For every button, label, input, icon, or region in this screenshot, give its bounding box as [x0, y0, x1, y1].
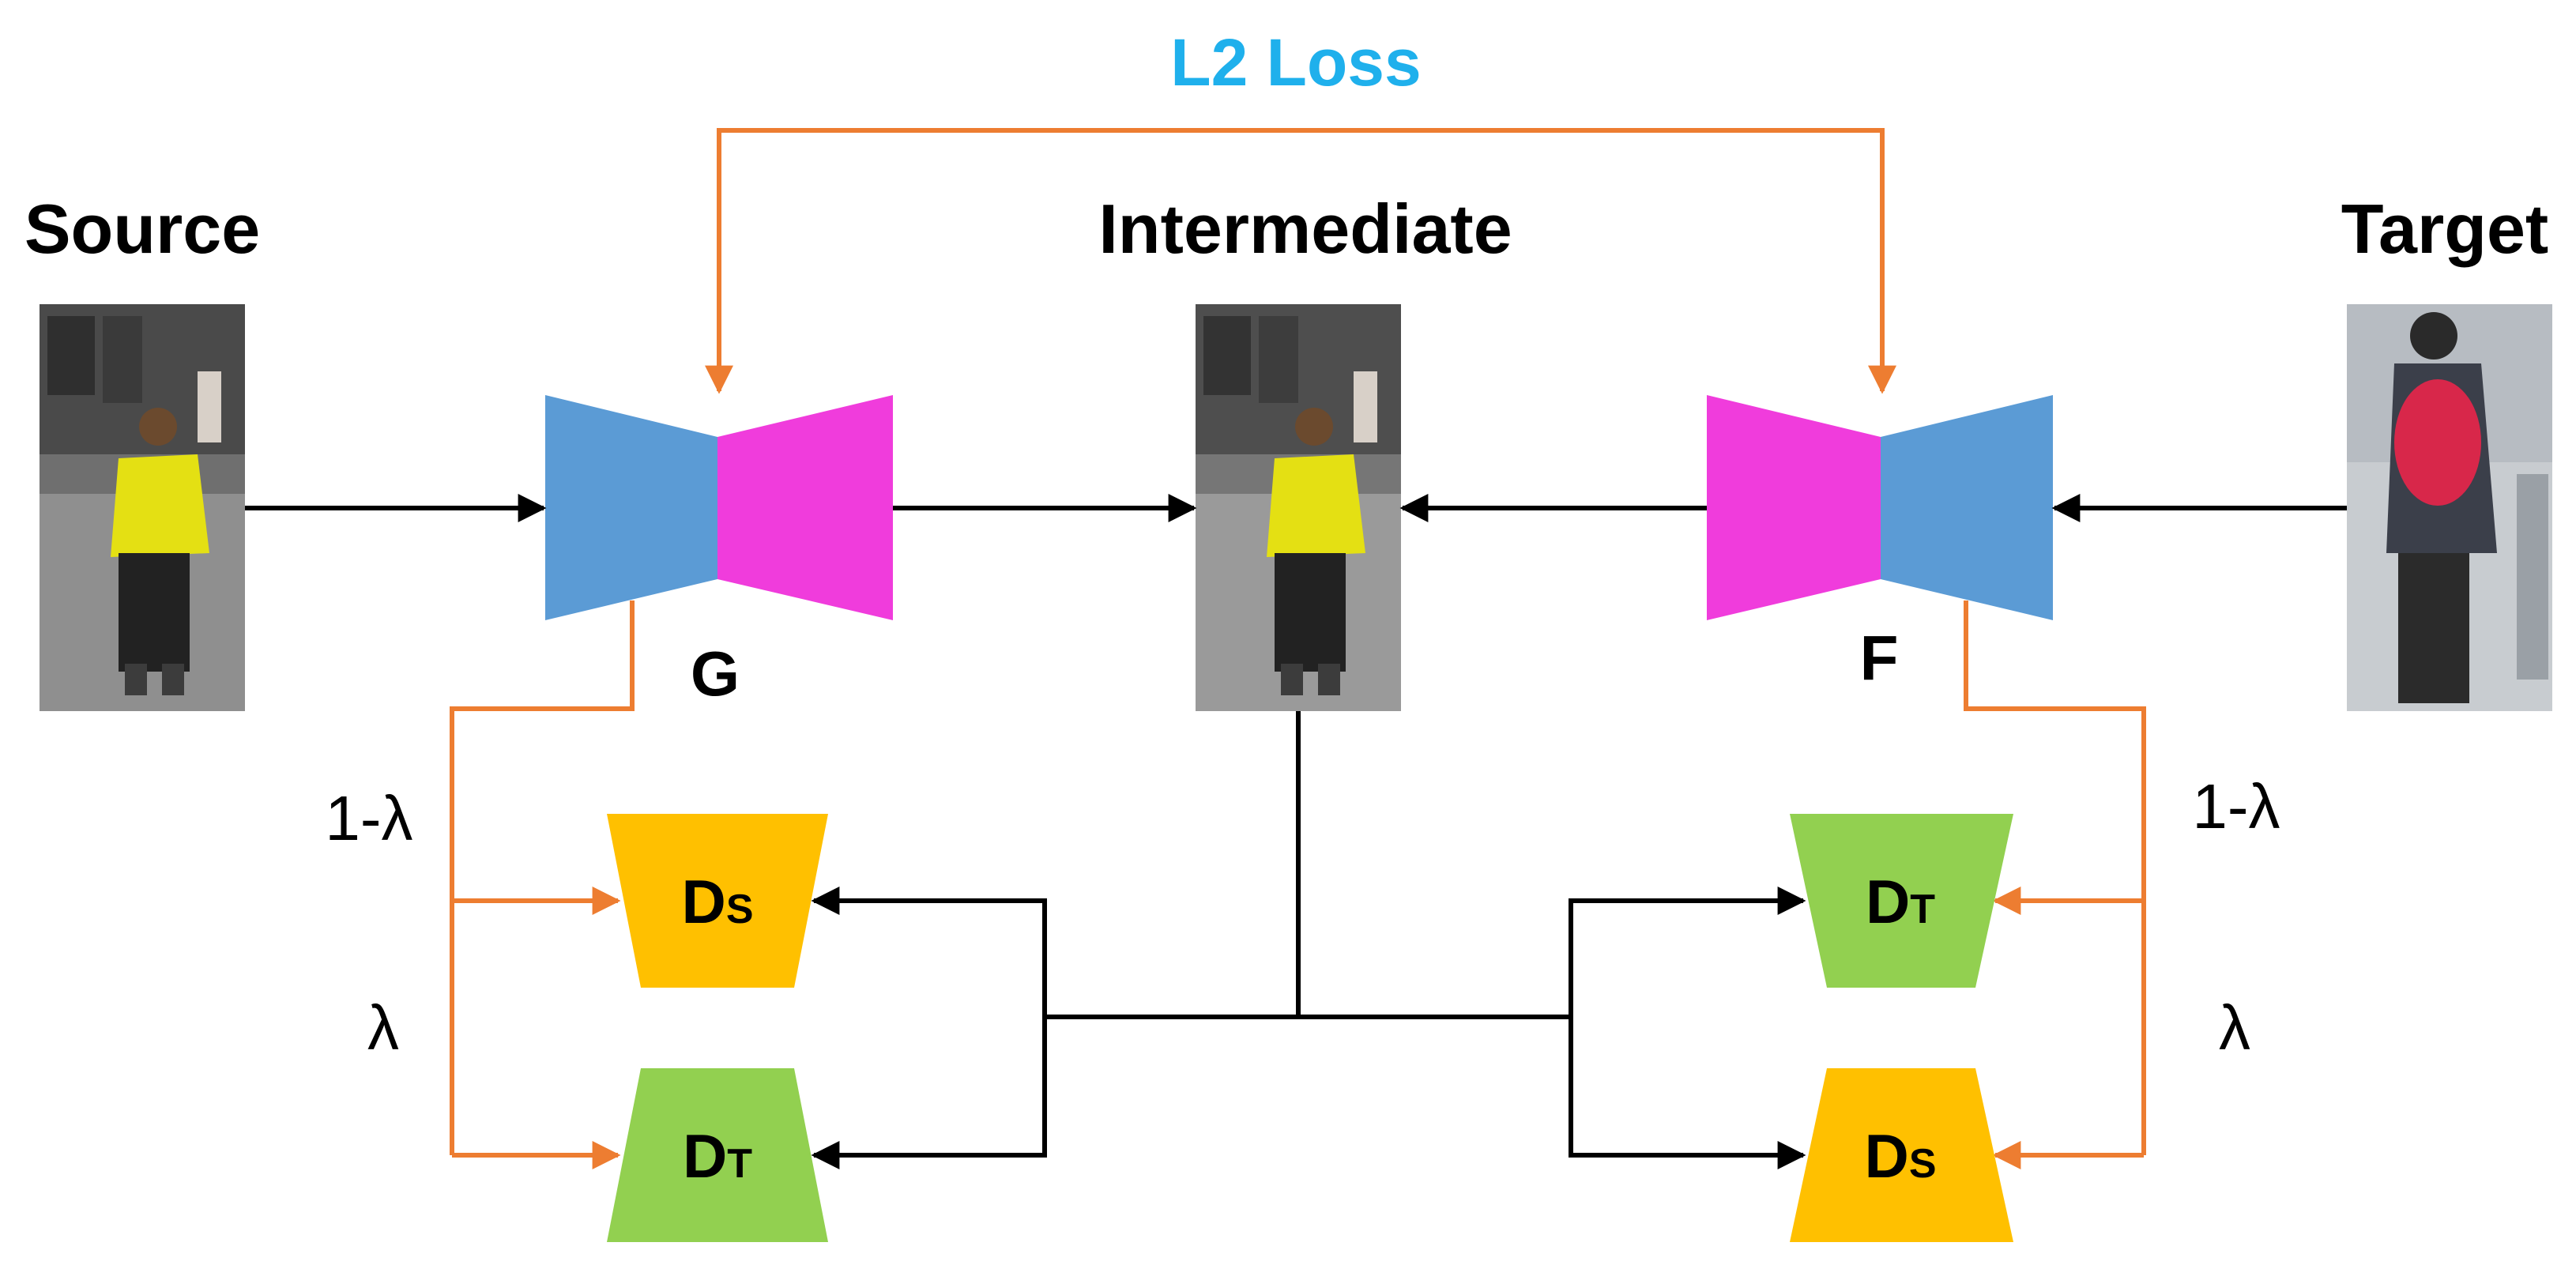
intermediate-image	[1196, 304, 1401, 711]
generator-f-label: F	[1860, 623, 1899, 693]
left-lambda: λ	[367, 992, 399, 1063]
left-dt-main: D	[683, 1121, 727, 1191]
target-label: Target	[2341, 190, 2548, 268]
left-discriminator-target: DT	[607, 1068, 828, 1242]
right-ds-main: D	[1864, 1121, 1908, 1191]
right-discriminator-target: DT	[1790, 814, 2013, 988]
l2-loss-label: L2 Loss	[1170, 25, 1421, 100]
to-left-dt-arrow	[811, 1017, 1047, 1169]
right-ds-sub: S	[1909, 1141, 1937, 1187]
svg-text:DS: DS	[681, 867, 753, 936]
generator-g	[545, 395, 893, 620]
svg-text:DT: DT	[683, 1121, 752, 1191]
g-to-discriminators-connector	[450, 600, 635, 1155]
to-left-ds-arrow	[811, 887, 1047, 1017]
right-dt-sub: T	[1910, 887, 1935, 932]
generator-f-encoder	[1881, 395, 2053, 620]
generator-g-encoder	[545, 395, 717, 620]
svg-text:DS: DS	[1864, 1121, 1936, 1191]
generator-f-decoder	[1707, 395, 1881, 620]
target-image	[2347, 304, 2552, 711]
source-image	[40, 304, 245, 711]
source-label: Source	[24, 190, 260, 268]
intermediate-label: Intermediate	[1098, 190, 1512, 268]
to-right-dt-arrow	[1569, 887, 1806, 1017]
svg-text:DT: DT	[1866, 867, 1935, 936]
right-dt-main: D	[1866, 867, 1910, 936]
left-dt-sub: T	[727, 1141, 752, 1187]
left-ds-main: D	[681, 867, 725, 936]
generator-g-label: G	[691, 638, 740, 709]
right-lambda: λ	[2219, 992, 2250, 1063]
left-one-minus-lambda: 1-λ	[325, 783, 412, 853]
generator-g-decoder	[717, 395, 893, 620]
f-to-discriminators-connector	[1964, 600, 2146, 1155]
generator-f	[1707, 395, 2053, 620]
right-one-minus-lambda: 1-λ	[2192, 771, 2280, 841]
left-discriminator-source: DS	[607, 814, 828, 988]
right-discriminator-source: DS	[1790, 1068, 2013, 1242]
to-right-ds-arrow	[1569, 1017, 1806, 1169]
left-ds-sub: S	[726, 887, 754, 932]
